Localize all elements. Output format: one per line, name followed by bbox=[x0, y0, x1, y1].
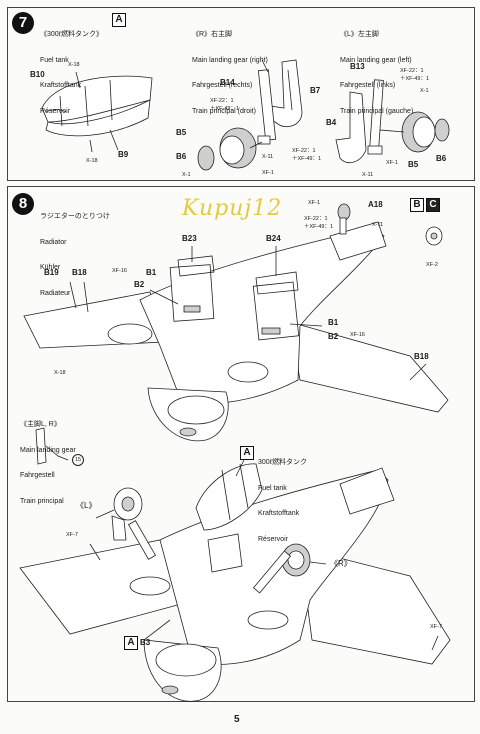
paint-xf7-b: XF-7 bbox=[430, 624, 442, 630]
screw-x11-right: X-11 bbox=[262, 154, 274, 160]
part-b5-right: B5 bbox=[176, 128, 187, 137]
step-8-frame bbox=[7, 186, 475, 702]
paint-xf16-b: XF-16 bbox=[350, 332, 365, 338]
upper-aircraft-drawing bbox=[23, 203, 449, 465]
left-gear-jp: 《L》左主脚 bbox=[340, 31, 379, 38]
part-b10: B10 bbox=[30, 70, 45, 79]
fuel-tank-drawing bbox=[41, 71, 153, 153]
left-gear-en: Main landing gear (left) bbox=[340, 56, 412, 64]
fuel-tank-jp: 《300ℓ燃料タンク》 bbox=[40, 31, 103, 38]
lower-aircraft-drawing bbox=[19, 459, 451, 702]
badge-a-lower: A bbox=[240, 446, 254, 460]
part-b4: B4 bbox=[326, 118, 337, 127]
left-gear-tag: 《L》 bbox=[76, 501, 97, 510]
part-b1-left: B1 bbox=[146, 268, 157, 277]
right-gear-caption: 《R》右主脚 Main landing gear (right) Fahrges… bbox=[192, 14, 268, 133]
step-7-number: 7 bbox=[12, 12, 34, 34]
part-b18-left: B18 bbox=[72, 268, 87, 277]
paint-xf1-a18: XF-1 bbox=[308, 200, 320, 206]
gear-note-en: Main landing gear bbox=[20, 446, 76, 454]
part-b1-right: B1 bbox=[328, 318, 339, 327]
paint-xf22-a18: XF-22：1 ＋XF-49：1 bbox=[304, 216, 334, 230]
right-gear-fr: Train principal (droit) bbox=[192, 107, 256, 115]
radiator-fr: Radiateur bbox=[40, 289, 71, 297]
screw-x1-right: X-1 bbox=[182, 172, 191, 178]
part-b13: B13 bbox=[350, 62, 365, 71]
part-b23: B23 bbox=[182, 234, 197, 243]
paint-xf1-right: XF-1 bbox=[262, 170, 274, 176]
screw-x18-step8: X-18 bbox=[54, 370, 66, 376]
gear-note-circle: 15 bbox=[72, 454, 84, 466]
fuel-tank-de: Kraftstofftank bbox=[40, 82, 82, 89]
fuel-tank-en: Fuel tank bbox=[40, 56, 69, 64]
part-b3: B3 bbox=[140, 638, 151, 647]
gear-note-fr: Train principal bbox=[20, 497, 64, 505]
lower-tank-caption: 300ℓ燃料タンク Fuel tank Kraftstofftank Réser… bbox=[258, 442, 307, 561]
part-b6-left: B6 bbox=[436, 154, 447, 163]
paint-xf2: XF-2 bbox=[426, 262, 438, 268]
left-gear-drawing bbox=[335, 79, 450, 164]
radiator-en: Radiator bbox=[40, 238, 67, 246]
badge-a-b3: A bbox=[124, 636, 138, 650]
gear-note-jp: 《主脚L, R》 bbox=[20, 421, 61, 428]
part-a18: A18 bbox=[368, 200, 383, 209]
left-gear-fr: Train principal (gauche) bbox=[340, 107, 414, 115]
part-b18-right: B18 bbox=[414, 352, 429, 361]
lower-tank-de: Kraftstofftank bbox=[258, 510, 300, 517]
step-8-number: 8 bbox=[12, 193, 34, 215]
left-gear-caption: 《L》左主脚 Main landing gear (left) Fahrgest… bbox=[340, 14, 413, 133]
paint-xf22-right-b: XF-22：1 ＋XF-49：1 bbox=[292, 148, 322, 162]
paint-xf22-right-a: XF-22：1 ＋XF-49：1 bbox=[210, 98, 240, 112]
left-gear-de: Fahrgestell (links) bbox=[340, 82, 396, 89]
screw-x1-left: X-1 bbox=[420, 88, 429, 94]
lower-tank-jp: 300ℓ燃料タンク bbox=[258, 459, 307, 466]
part-b9: B9 bbox=[118, 150, 129, 159]
part-b14: B14 bbox=[220, 78, 235, 87]
right-gear-jp: 《R》右主脚 bbox=[192, 31, 233, 38]
lower-tank-fr: Réservoir bbox=[258, 535, 288, 543]
part-b5-left: B5 bbox=[408, 160, 419, 169]
screw-x11-left: X-11 bbox=[362, 172, 374, 178]
part-b19: B19 bbox=[44, 268, 59, 277]
part-b6-right: B6 bbox=[176, 152, 187, 161]
right-gear-en: Main landing gear (right) bbox=[192, 56, 268, 64]
paint-xf16-a: XF-16 bbox=[112, 268, 127, 274]
step-7-frame bbox=[7, 7, 475, 181]
page-number: 5 bbox=[234, 714, 240, 725]
part-b2-left: B2 bbox=[134, 280, 145, 289]
right-gear-tag: 《R》 bbox=[330, 559, 352, 568]
badge-a: A bbox=[112, 13, 126, 27]
radiator-jp: ラジエターのとりつけ bbox=[40, 213, 110, 220]
gear-note-de: Fahrgestell bbox=[20, 472, 55, 479]
screw-x18-b: X-18 bbox=[86, 158, 98, 164]
lower-tank-en: Fuel tank bbox=[258, 484, 287, 492]
paint-xf1-left: XF-1 bbox=[386, 160, 398, 166]
screw-x18-a: X-18 bbox=[68, 62, 80, 68]
part-b2-right: B2 bbox=[328, 332, 339, 341]
part-b7: B7 bbox=[310, 86, 321, 95]
fuel-tank-fr: Réservoir bbox=[40, 107, 70, 115]
watermark: Kupuj12 bbox=[182, 196, 283, 221]
paint-xf22-left: XF-22：1 ＋XF-49：1 bbox=[400, 68, 430, 82]
paint-xf7-a: XF-7 bbox=[66, 532, 78, 538]
gear-note-caption: 《主脚L, R》 Main landing gear Fahrgestell T… bbox=[20, 404, 76, 523]
fuel-tank-caption: 《300ℓ燃料タンク》 Fuel tank Kraftstofftank Rés… bbox=[40, 14, 103, 133]
screw-x11-a18: X-11 bbox=[372, 222, 384, 228]
right-gear-de: Fahrgestell (rechts) bbox=[192, 82, 253, 89]
badge-c: C bbox=[426, 198, 440, 212]
part-b24: B24 bbox=[266, 234, 281, 243]
right-gear-drawing bbox=[197, 59, 303, 171]
badge-b: B bbox=[410, 198, 424, 212]
radiator-de: Kühler bbox=[40, 264, 61, 271]
radiator-caption: ラジエターのとりつけ Radiator Kühler Radiateur bbox=[40, 196, 110, 315]
